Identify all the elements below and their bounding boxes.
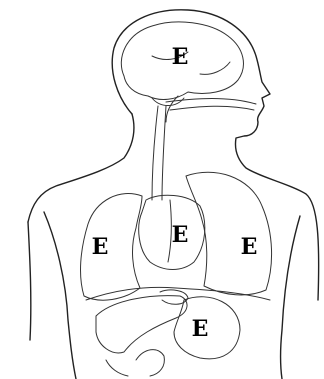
- diaphragm: [86, 287, 270, 300]
- left-arm-line: [28, 222, 31, 340]
- right-lung: [186, 172, 272, 295]
- brain-label: E: [172, 44, 189, 70]
- brain-fold-2: [200, 62, 230, 74]
- intestine-curve-2: [106, 360, 128, 376]
- left-torso-line: [44, 212, 76, 379]
- stomach-label: E: [192, 316, 209, 342]
- right-lung-label: E: [241, 234, 258, 260]
- esophagus-left: [152, 106, 158, 200]
- neck-left: [28, 114, 134, 222]
- windpipe-bottom: [170, 106, 254, 110]
- left-lung-label: E: [92, 234, 109, 260]
- head-outline: [112, 10, 318, 300]
- esophagus-right: [162, 106, 166, 200]
- left-lung: [81, 194, 142, 301]
- heart-label: E: [172, 222, 189, 248]
- windpipe-top: [166, 99, 256, 105]
- right-torso-line: [281, 216, 301, 379]
- intestine-curve: [136, 350, 164, 376]
